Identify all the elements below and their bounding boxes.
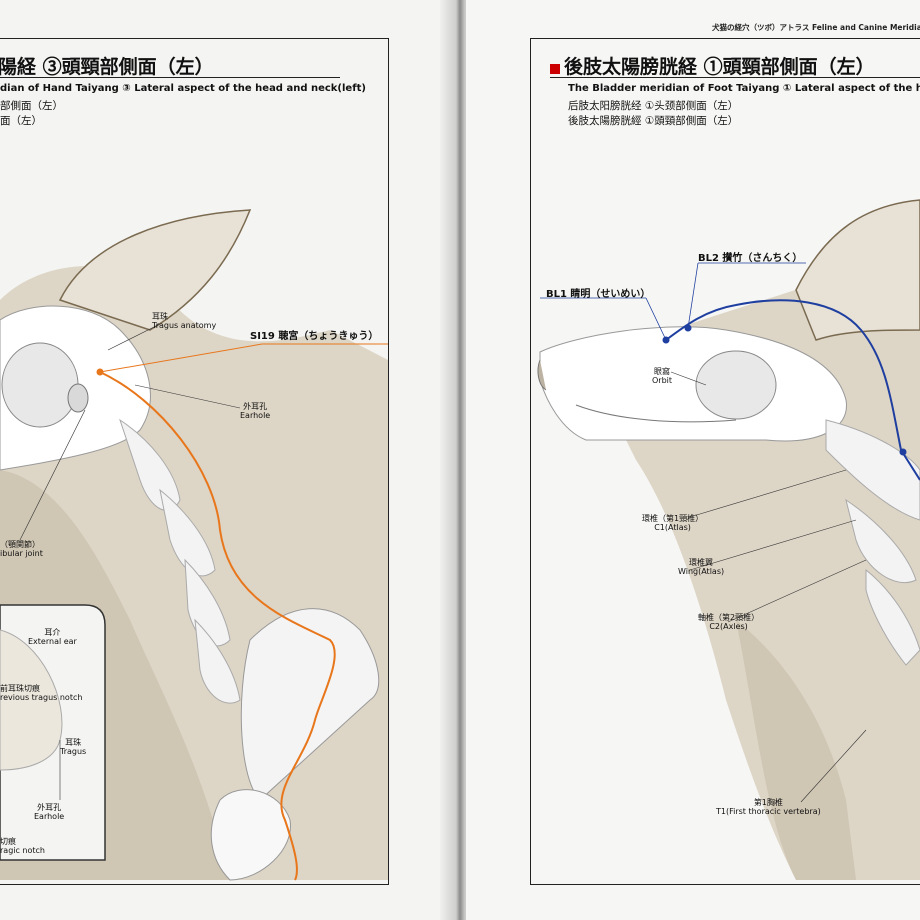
left-cervical-vertebrae <box>119 418 241 704</box>
left-subtitle-jp: 面（左） <box>0 115 42 127</box>
left-page: 陽経 ③頭頸部側面（左） dian of Hand Taiyang ③ Late… <box>0 0 458 920</box>
bl-meridian-line <box>665 299 920 481</box>
left-page-title: 陽経 ③頭頸部側面（左） <box>0 56 214 78</box>
right-title-rule <box>550 77 920 78</box>
tmj-label: （顎関節）ibular joint <box>0 540 43 558</box>
right-subtitle-tw: 後肢太陽膀胱經 ①頭頸部側面（左） <box>568 115 739 127</box>
si19-point-marker <box>96 368 104 376</box>
si-meridian-line <box>99 371 336 881</box>
left-subtitle-en: dian of Hand Taiyang ③ Lateral aspect of… <box>0 83 366 94</box>
right-page-frame <box>530 38 920 885</box>
running-header: 犬猫の経穴（ツボ）アトラス Feline and Canine Meridian… <box>712 23 920 32</box>
right-skull <box>539 326 847 442</box>
right-page-title: 後肢太陽膀胱経 ①頭頸部側面（左） <box>550 52 875 79</box>
left-page-frame <box>0 38 389 885</box>
axis-label: 軸椎（第2頸椎）C2(Axles) <box>698 613 760 631</box>
left-scapula <box>240 608 380 801</box>
left-title-rule <box>0 77 340 78</box>
left-subtitle-cn: 部側面（左） <box>0 100 63 112</box>
right-page: 犬猫の経穴（ツボ）アトラス Feline and Canine Meridian… <box>466 0 920 920</box>
si19-point-label: SI19 聴宮（ちょうきゅう） <box>250 331 379 342</box>
right-subtitle-en: The Bladder meridian of Foot Taiyang ① L… <box>568 83 920 94</box>
atlas-label: 環椎（第1頸椎）C1(Atlas) <box>642 514 704 532</box>
left-ear-shape <box>58 209 252 331</box>
right-cervical-vertebrae <box>825 419 920 666</box>
right-ear-shape <box>795 199 920 341</box>
bl1-point-label: BL1 睛明（せいめい） <box>546 289 651 300</box>
left-anatomy-illustration <box>0 209 388 881</box>
left-humerus <box>210 789 291 881</box>
title-marker-icon <box>550 64 560 74</box>
right-anatomy-illustration <box>537 199 920 880</box>
right-subtitle-cn: 后肢太阳膀胱经 ①头颈部侧面（左） <box>568 100 739 112</box>
bl2-point-label: BL2 攅竹（さんちく） <box>698 253 803 264</box>
